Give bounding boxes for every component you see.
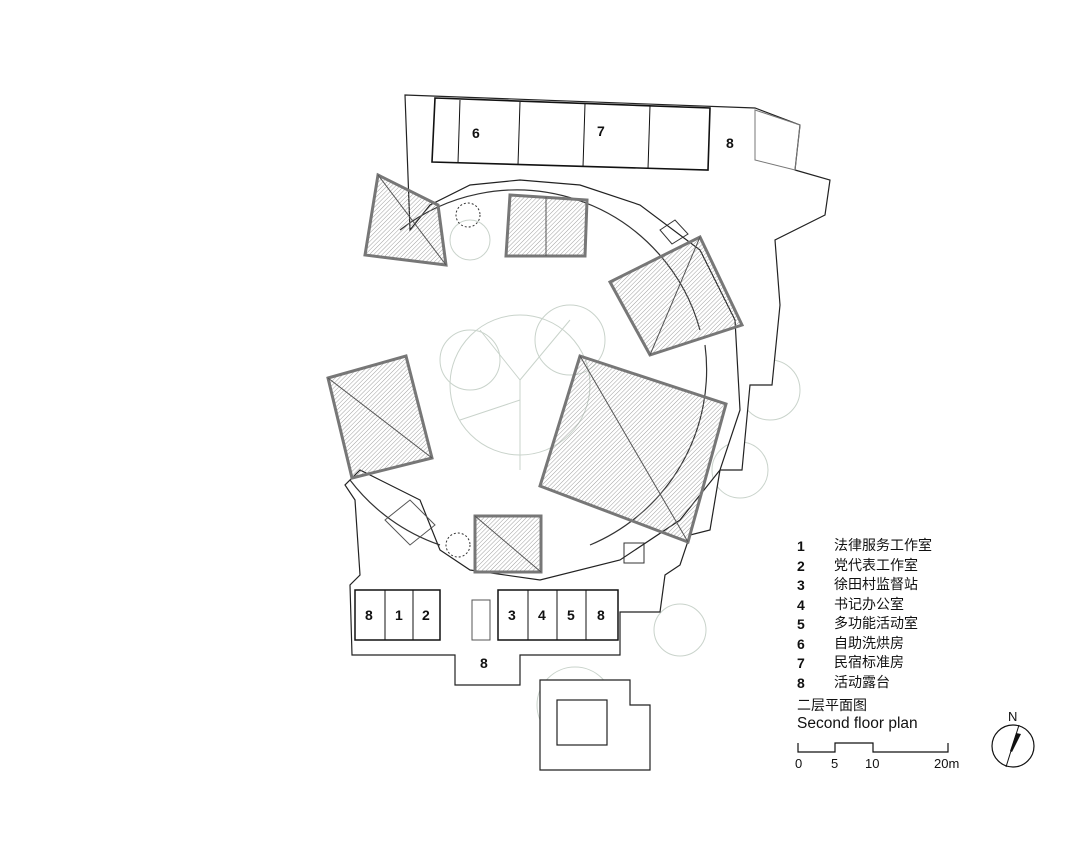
title-en: Second floor plan xyxy=(797,715,918,732)
room-number: 5 xyxy=(567,607,575,623)
room-number: 8 xyxy=(365,607,373,623)
scale-tick-label: 10 xyxy=(865,756,880,771)
room-number: 4 xyxy=(538,607,546,623)
room-number: 8 xyxy=(597,607,605,623)
room-number: 2 xyxy=(422,607,430,623)
scale-bar xyxy=(797,742,949,753)
bottom-wing-rooms xyxy=(354,589,619,641)
room-number: 7 xyxy=(597,123,605,139)
room-numbers: 6 7 8 8 1 2 3 4 5 8 8 xyxy=(365,123,734,671)
room-number: 3 xyxy=(508,607,516,623)
plan-title: 二层平面图 Second floor plan xyxy=(797,697,918,733)
title-zh: 二层平面图 xyxy=(797,698,867,714)
skylights xyxy=(384,219,689,564)
room-number: 8 xyxy=(480,655,488,671)
scale-tick-label: 0 xyxy=(795,756,803,771)
room-number: 8 xyxy=(726,135,734,151)
scale-tick-label: 20m xyxy=(934,756,960,771)
room-number: 1 xyxy=(395,607,403,623)
north-label: N xyxy=(1008,709,1018,724)
scale-tick-label: 5 xyxy=(831,756,839,771)
top-wing-rooms xyxy=(431,97,801,171)
north-arrow-icon xyxy=(991,724,1035,768)
roofs xyxy=(326,172,745,574)
room-number: 6 xyxy=(472,125,480,141)
tree-drawings xyxy=(439,219,801,744)
